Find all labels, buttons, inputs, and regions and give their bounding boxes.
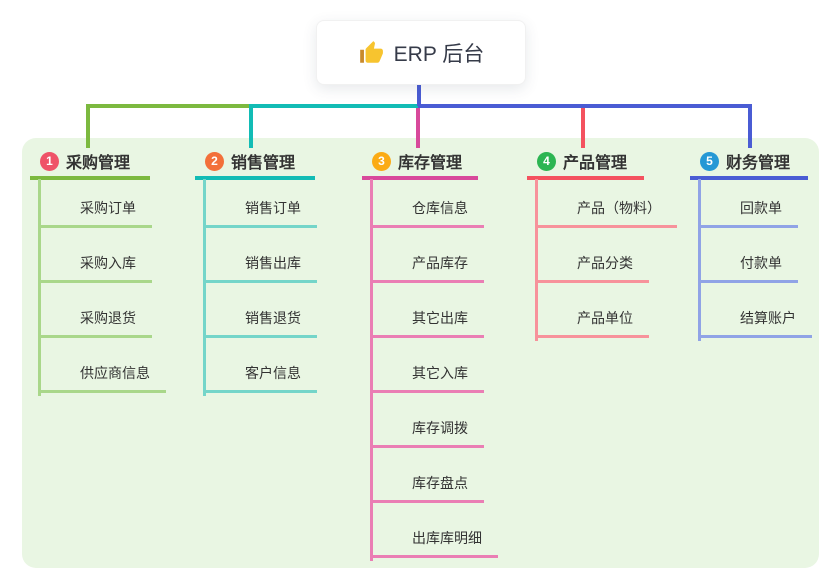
child-node[interactable]: 库存盘点 — [370, 473, 484, 503]
children-connector-1 — [38, 179, 41, 396]
child-node[interactable]: 产品分类 — [535, 253, 649, 283]
connector-bus-left-green — [86, 104, 253, 108]
branch-underline-1 — [30, 176, 150, 180]
child-node[interactable]: 采购入库 — [38, 253, 152, 283]
child-row: 库存盘点 — [370, 448, 498, 503]
child-row: 销售订单 — [203, 173, 317, 228]
child-row: 产品单位 — [535, 283, 677, 338]
child-row: 出库库明细 — [370, 503, 498, 558]
connector-drop-branch-1 — [86, 104, 90, 148]
child-node[interactable]: 其它出库 — [370, 308, 484, 338]
children-group-4: 产品（物料） 产品分类产品单位 — [535, 173, 677, 338]
child-row: 销售出库 — [203, 228, 317, 283]
branch-underline-3 — [362, 176, 478, 180]
branch-number-badge: 2 — [205, 151, 224, 171]
branch-title-label: 采购管理 — [66, 155, 131, 172]
branch-node-1[interactable]: 1 采购管理 — [40, 147, 130, 175]
branch-title-label: 库存管理 — [398, 155, 463, 172]
child-row: 产品分类 — [535, 228, 677, 283]
children-group-5: 回款单付款单结算账户 — [698, 173, 812, 338]
child-node[interactable]: 库存调拨 — [370, 418, 484, 448]
child-node[interactable]: 产品库存 — [370, 253, 484, 283]
child-row: 结算账户 — [698, 283, 812, 338]
children-connector-3 — [370, 179, 373, 561]
child-row: 仓库信息 — [370, 173, 498, 228]
branch-number-badge: 4 — [537, 151, 556, 171]
child-node[interactable]: 销售订单 — [203, 198, 317, 228]
root-title: ERP 后台 — [393, 42, 485, 66]
child-row: 采购订单 — [38, 173, 166, 228]
child-node[interactable]: 采购订单 — [38, 198, 152, 228]
children-connector-5 — [698, 179, 701, 341]
children-connector-4 — [535, 179, 538, 341]
branch-title-label: 产品管理 — [563, 155, 628, 172]
child-node[interactable]: 供应商信息 — [38, 363, 166, 393]
branch-node-2[interactable]: 2 销售管理 — [205, 147, 295, 175]
child-node[interactable]: 回款单 — [698, 198, 798, 228]
children-group-3: 仓库信息产品库存其它出库其它入库库存调拨库存盘点出库库明细 — [370, 173, 498, 558]
connector-root-stem — [417, 85, 421, 106]
child-node[interactable]: 产品单位 — [535, 308, 649, 338]
branch-underline-2 — [195, 176, 315, 180]
child-row: 采购入库 — [38, 228, 166, 283]
connector-drop-branch-5 — [748, 104, 752, 148]
children-group-2: 销售订单销售出库销售退货客户信息 — [203, 173, 317, 393]
child-row: 回款单 — [698, 173, 812, 228]
branch-underline-4 — [527, 176, 644, 180]
connector-bus-left-teal — [249, 104, 420, 108]
child-node[interactable]: 销售出库 — [203, 253, 317, 283]
child-node[interactable]: 采购退货 — [38, 308, 152, 338]
child-row: 付款单 — [698, 228, 812, 283]
branch-title-label: 财务管理 — [726, 155, 791, 172]
branch-number-badge: 5 — [700, 151, 719, 171]
branch-underline-5 — [690, 176, 808, 180]
children-connector-2 — [203, 179, 206, 396]
branch-node-4[interactable]: 4 产品管理 — [537, 147, 627, 175]
child-row: 产品（物料） — [535, 173, 677, 228]
child-node[interactable]: 客户信息 — [203, 363, 317, 393]
branch-node-5[interactable]: 5 财务管理 — [700, 147, 790, 175]
connector-drop-branch-3 — [416, 104, 420, 148]
children-group-1: 采购订单采购入库采购退货供应商信息 — [38, 173, 166, 393]
branch-number-badge: 3 — [372, 151, 391, 171]
child-node[interactable]: 结算账户 — [698, 308, 812, 338]
child-row: 采购退货 — [38, 283, 166, 338]
child-node[interactable]: 付款单 — [698, 253, 798, 283]
branch-title-label: 销售管理 — [231, 155, 296, 172]
child-row: 其它出库 — [370, 283, 498, 338]
child-row: 产品库存 — [370, 228, 498, 283]
child-row: 供应商信息 — [38, 338, 166, 393]
thumbs-up-icon — [359, 40, 383, 63]
root-node[interactable]: ERP 后台 — [316, 20, 526, 85]
connector-drop-branch-2 — [249, 104, 253, 148]
child-row: 客户信息 — [203, 338, 317, 393]
child-node[interactable]: 其它入库 — [370, 363, 484, 393]
child-row: 库存调拨 — [370, 393, 498, 448]
child-node[interactable]: 仓库信息 — [370, 198, 484, 228]
branch-number-badge: 1 — [40, 151, 59, 171]
child-node[interactable]: 出库库明细 — [370, 528, 498, 558]
connector-bus-right-blue — [418, 104, 752, 108]
child-row: 其它入库 — [370, 338, 498, 393]
child-node[interactable]: 销售退货 — [203, 308, 317, 338]
connector-drop-branch-4 — [581, 104, 585, 148]
child-node[interactable]: 产品（物料） — [535, 198, 677, 228]
child-row: 销售退货 — [203, 283, 317, 338]
branch-node-3[interactable]: 3 库存管理 — [372, 147, 462, 175]
background-panel — [22, 138, 819, 568]
